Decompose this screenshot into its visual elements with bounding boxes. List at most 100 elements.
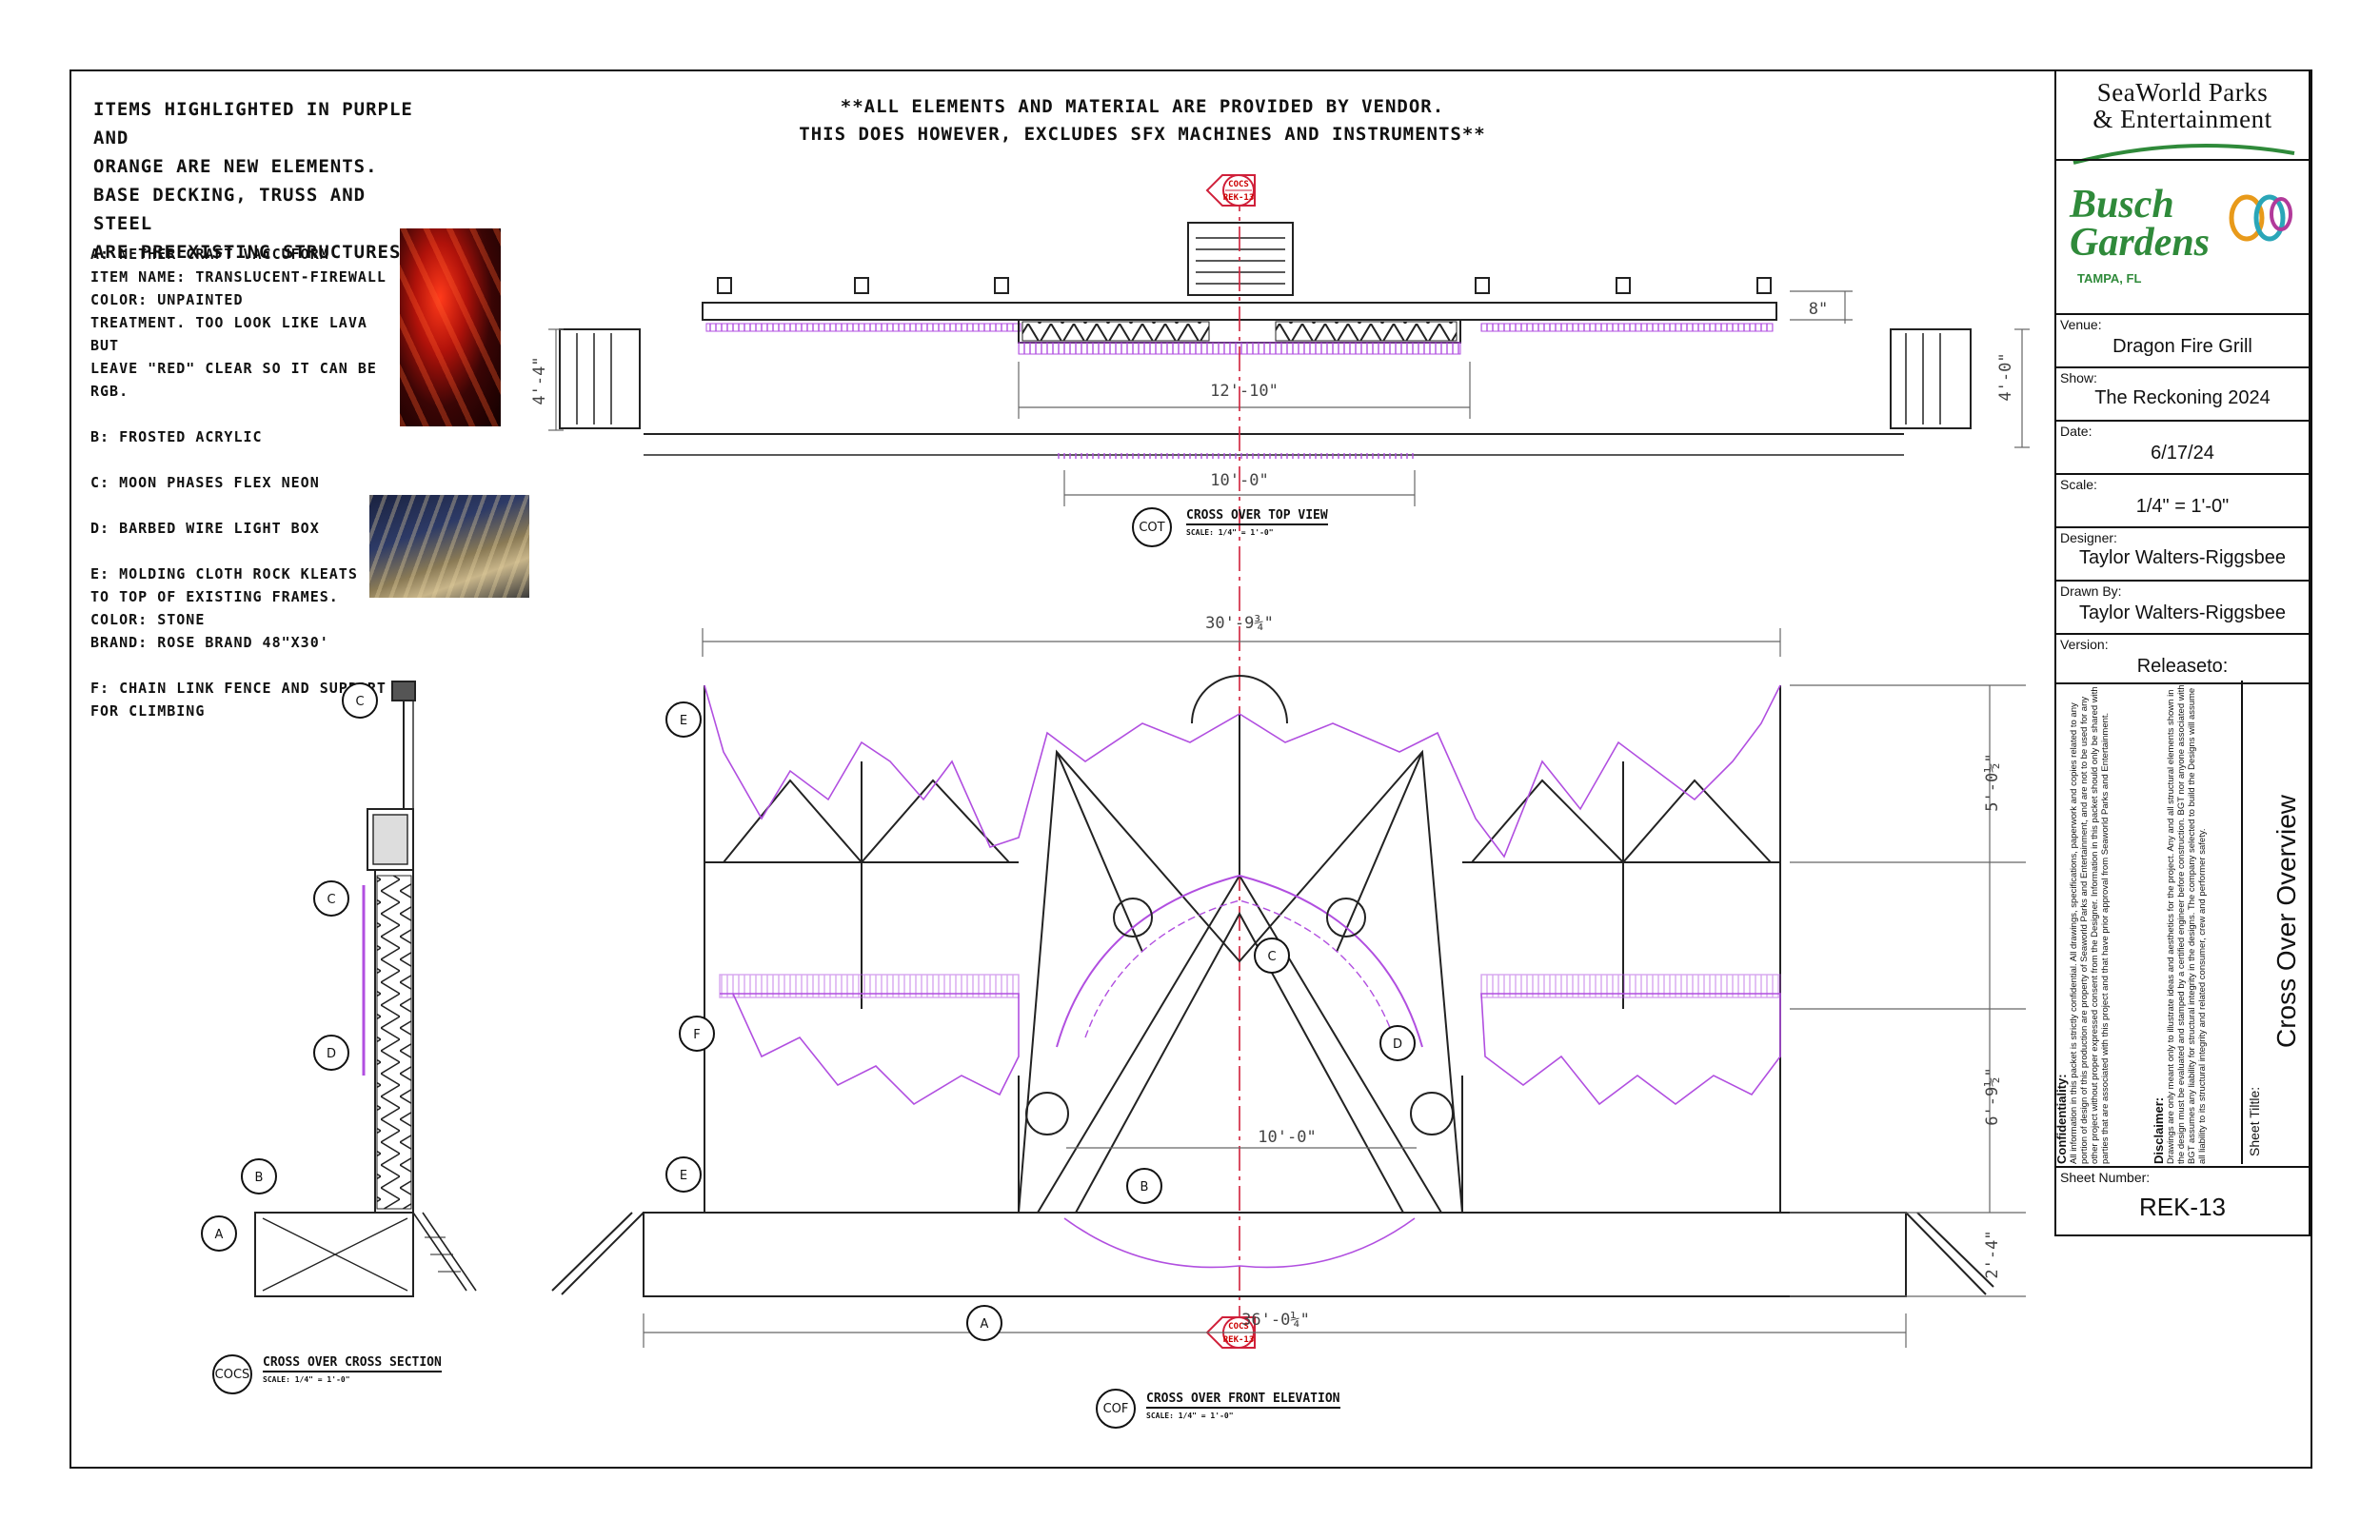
- front-view-title-text: Cross Over Front Elevation: [1146, 1392, 1340, 1409]
- rock-cloth-swatch: [369, 495, 529, 598]
- top-view: [548, 222, 2030, 506]
- callout-a-center: A: [966, 1305, 1002, 1341]
- svg-text:COCS: COCS: [215, 1368, 250, 1382]
- top-center-stairs: [1187, 222, 1294, 296]
- callout-b-section: B: [241, 1158, 277, 1194]
- company-line2: & Entertainment: [2092, 105, 2272, 133]
- disclaimer-block: Disclaimer: Drawings are only meant only…: [2152, 681, 2241, 1164]
- dim-5-0: 5'-0½": [1983, 753, 2002, 811]
- venue-field: Venue: Dragon Fire Grill: [2056, 313, 2309, 366]
- sheet-number-label: Sheet Number:: [2060, 1170, 2151, 1185]
- scale-value: 1/4" = 1'-0": [2135, 496, 2230, 517]
- butterfly-icon: [2229, 194, 2292, 242]
- title-block: SeaWorld Parks & Entertainment Busch Gar…: [2054, 69, 2311, 1236]
- svg-text:COT: COT: [1139, 521, 1164, 535]
- dim-30-9: 30'-9¾": [1205, 614, 1274, 633]
- top-view-scale: Scale: 1/4" = 1'-0": [1186, 528, 1274, 537]
- materials-legend: A: Nether Craft Vaccuform Item name: Tra…: [90, 243, 405, 745]
- confidentiality-block: Confidentiality: All information in this…: [2054, 681, 2155, 1164]
- vendor-note: **All elements and material are provided…: [790, 93, 1495, 148]
- section-code-label: COCS: [1228, 1322, 1249, 1332]
- section-deck: [254, 1212, 414, 1297]
- venue-label: Venue:: [2060, 317, 2102, 332]
- sheet-number-value: REK-13: [2138, 1193, 2227, 1221]
- callout-c-center: C: [1254, 938, 1290, 974]
- top-left-stairs: [559, 328, 641, 429]
- version-value: Releaseto:: [2136, 656, 2229, 677]
- svg-text:F: F: [693, 1028, 700, 1042]
- dim-12-10: 12'-10": [1210, 382, 1279, 401]
- legend-item-a: A: Nether Craft Vaccuform Item name: Tra…: [90, 246, 387, 400]
- designer-field: Designer: Taylor Walters-Riggsbee: [2056, 526, 2309, 580]
- show-label: Show:: [2060, 370, 2097, 385]
- general-notes: Items highlighted in purple and orange a…: [93, 95, 436, 267]
- svg-text:D: D: [1393, 1037, 1402, 1052]
- drawn-by-label: Drawn By:: [2060, 583, 2122, 599]
- dim-4-4: 4'-4": [530, 356, 549, 405]
- front-stage-deck: [643, 1212, 1907, 1297]
- legend-item-d: D: Barbed wire light box: [90, 520, 320, 537]
- legend-item-e: E: Molding cloth rock kleats to top of e…: [90, 565, 358, 651]
- confidentiality-text: All information in this packet is strict…: [2069, 686, 2111, 1164]
- svg-text:E: E: [680, 1169, 687, 1183]
- show-value: The Reckoning 2024: [2094, 387, 2271, 408]
- callout-e-top: E: [665, 701, 702, 738]
- designer-value: Taylor Walters-Riggsbee: [2078, 547, 2287, 568]
- designer-label: Designer:: [2060, 530, 2117, 545]
- show-field: Show: The Reckoning 2024: [2056, 366, 2309, 420]
- sheet-title-value: Cross Over Overview: [2271, 794, 2301, 1049]
- svg-text:C: C: [355, 695, 364, 709]
- venue-value: Dragon Fire Grill: [2112, 336, 2252, 357]
- busch-gardens-logo: Busch Gardens: [2070, 185, 2210, 263]
- version-field: Version: Releaseto:: [2056, 633, 2309, 682]
- legend-item-f: F: Chain link fence and support for clim…: [90, 680, 386, 720]
- legend-item-b: B: Frosted Acrylic: [90, 428, 263, 445]
- callout-c-section: C: [313, 880, 349, 917]
- date-value: 6/17/24: [2151, 443, 2214, 464]
- section-sheet-label: REK-13: [1223, 193, 1255, 203]
- section-view-title: Cross Over Cross Section Scale: 1/4" = 1…: [263, 1355, 442, 1384]
- section-sheet-label: REK-13: [1223, 1335, 1255, 1345]
- svg-text:A: A: [981, 1317, 989, 1332]
- company-line1: SeaWorld Parks: [2096, 78, 2269, 107]
- view-marker-cot: COT: [1132, 507, 1172, 547]
- note-line: Base decking, truss and steel: [93, 185, 367, 234]
- drawn-by-value: Taylor Walters-Riggsbee: [2078, 602, 2287, 623]
- sheet-title-label: Sheet Tiltle:: [2247, 1086, 2262, 1156]
- top-view-title-text: Cross Over Top View: [1186, 508, 1328, 525]
- svg-text:E: E: [680, 714, 687, 728]
- seaworld-logo: SeaWorld Parks & Entertainment: [2056, 79, 2309, 132]
- dim-2-4: 2'-4": [1983, 1230, 2002, 1278]
- lava-material-swatch: [400, 228, 501, 426]
- callout-b-center: B: [1126, 1168, 1162, 1204]
- top-posts: [717, 277, 1772, 294]
- front-elevation: [551, 628, 2026, 1348]
- dim-4-0-top: 4'-0": [1996, 352, 2015, 401]
- callout-bubbles: E F E C D B A C C D B A COT COCS COF: [201, 507, 1416, 1429]
- vendor-note-line: **All elements and material are provided…: [840, 96, 1445, 117]
- top-right-stairs: [1890, 328, 1972, 429]
- confidentiality-title: Confidentiality:: [2054, 1074, 2069, 1164]
- scale-label: Scale:: [2060, 477, 2097, 492]
- svg-text:C: C: [327, 893, 335, 907]
- callout-e-bottom: E: [665, 1156, 702, 1193]
- svg-text:C: C: [1267, 950, 1276, 964]
- logo-location: TAMPA, FL: [2077, 271, 2142, 286]
- svg-text:D: D: [327, 1047, 336, 1061]
- drawn-by-field: Drawn By: Taylor Walters-Riggsbee: [2056, 580, 2309, 633]
- callout-a-section: A: [201, 1215, 237, 1252]
- cross-section-view: [254, 681, 477, 1297]
- callout-c-section-top: C: [342, 682, 378, 719]
- legend-item-c: C: Moon phases flex neon: [90, 474, 320, 491]
- note-line: orange are new elements.: [93, 156, 378, 177]
- version-label: Version:: [2060, 637, 2109, 652]
- dim-6-9: 6'-9½": [1983, 1067, 2002, 1125]
- section-view-title-text: Cross Over Cross Section: [263, 1355, 442, 1372]
- callout-d-center: D: [1379, 1025, 1416, 1061]
- date-field: Date: 6/17/24: [2056, 420, 2309, 473]
- callout-d-section: D: [313, 1035, 349, 1071]
- top-view-title: Cross Over Top View Scale: 1/4" = 1'-0": [1186, 508, 1328, 537]
- sheet-title-block: Sheet Tiltle: Cross Over Overview: [2241, 681, 2311, 1164]
- svg-text:B: B: [255, 1171, 264, 1185]
